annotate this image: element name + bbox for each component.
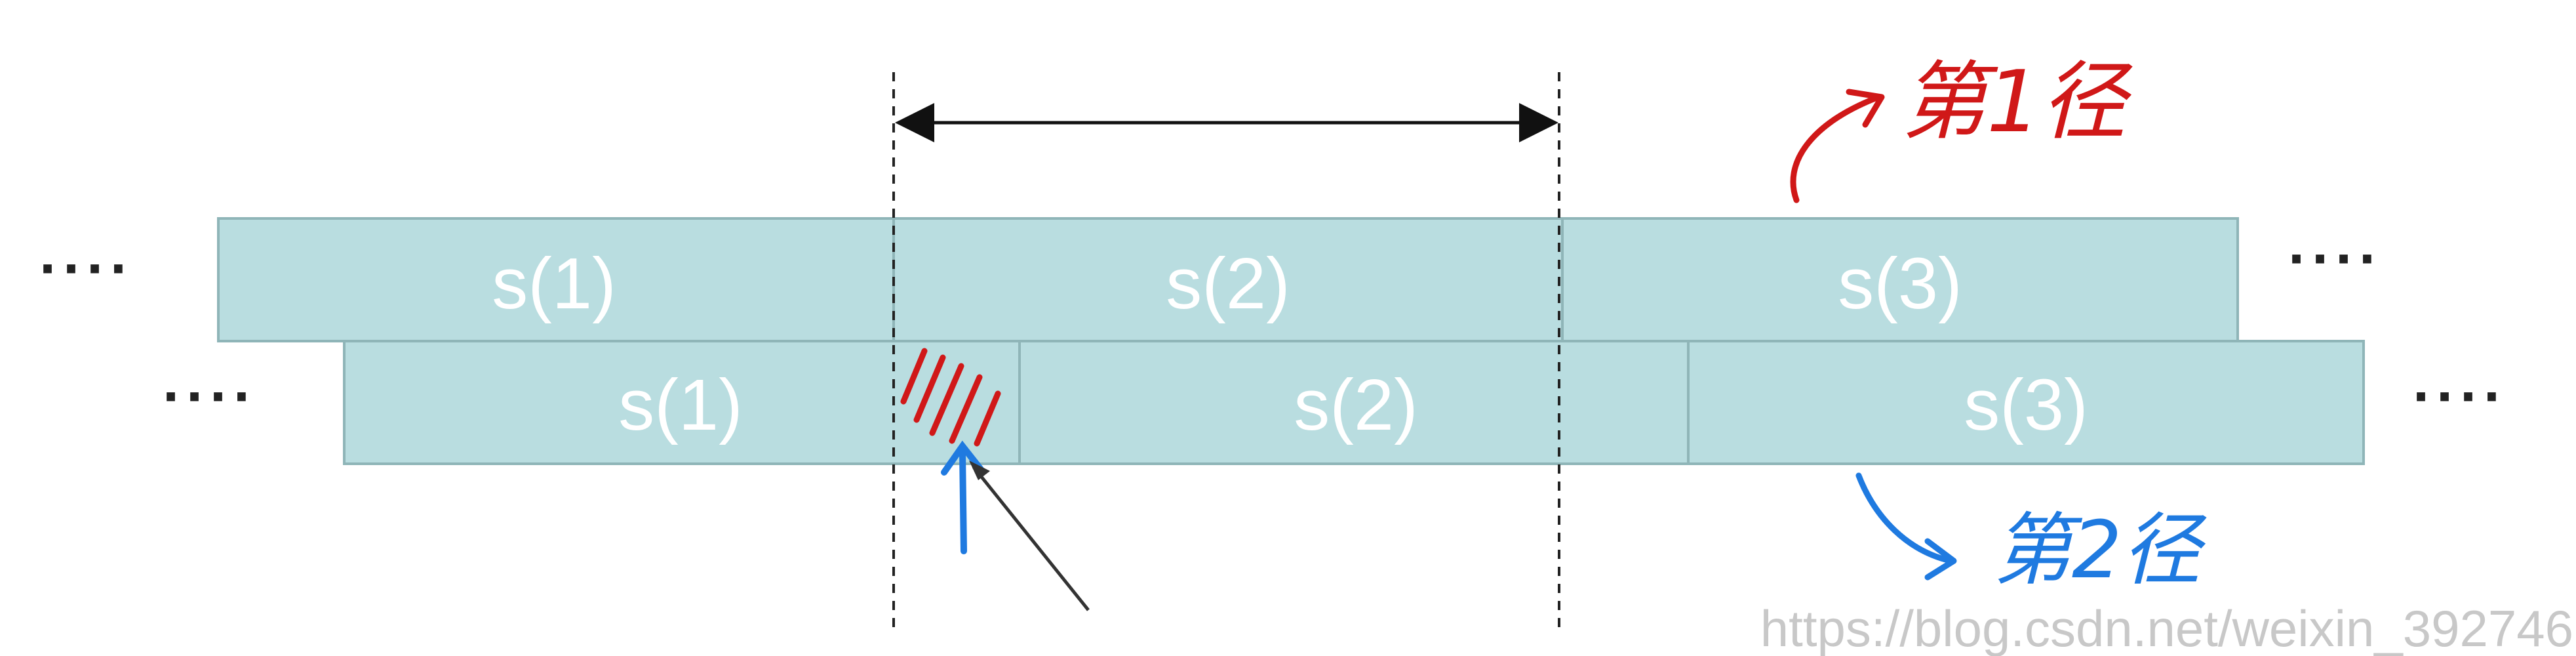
row2-leading-dots: ···· (163, 364, 257, 430)
row1-segment-2 (892, 217, 1564, 342)
path1-note: 第1径 (1901, 52, 2133, 152)
blue-up-arrow (941, 440, 985, 554)
watermark-text: https://blog.csdn.net/weixin_392746 (1760, 600, 2573, 656)
row1-leading-dots: ···· (39, 236, 134, 302)
path1-annotation: 第1径 (1790, 52, 2133, 203)
row2-segment-3 (1687, 340, 2365, 465)
row2-segment-1 (343, 340, 1021, 465)
row1-segment-2-label: s(2) (1166, 243, 1290, 324)
row1-segment-1 (217, 217, 895, 342)
row2-segment-2-label: s(2) (1294, 365, 1417, 445)
overlap-hatch-marks (900, 348, 1001, 447)
row2-segment-1-label: s(1) (618, 365, 742, 445)
row1-trailing-dots: ···· (2288, 226, 2383, 292)
row2-segment-2 (1018, 340, 1690, 465)
path2-annotation: 第2径 (1855, 472, 2207, 596)
row1-segment-3-label: s(3) (1838, 243, 1962, 324)
row2-trailing-dots: ···· (2413, 364, 2507, 430)
row-path-2: ···· s(1) s(2) s(3) ···· (163, 340, 2507, 465)
row1-segment-1-label: s(1) (492, 243, 616, 324)
path2-note: 第2径 (1993, 505, 2207, 596)
blue-curved-arrow (1855, 472, 1954, 564)
row1-segment-3 (1561, 217, 2239, 342)
red-curved-arrow (1790, 95, 1878, 203)
gray-pointer-arrow (969, 461, 1090, 611)
row2-segment-3-label: s(3) (1964, 365, 2088, 445)
row-path-1: ···· s(1) s(2) s(3) ···· (39, 217, 2383, 342)
